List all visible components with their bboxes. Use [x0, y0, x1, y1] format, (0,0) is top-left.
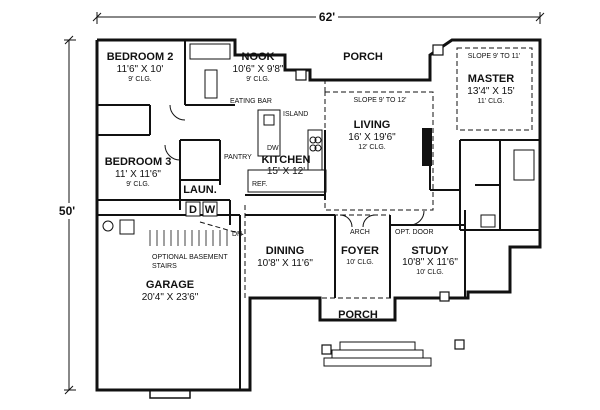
note-island: ISLAND: [283, 111, 308, 118]
bath-fixtures: [102, 43, 535, 235]
room-size-garage: 20'4" X 23'6": [142, 292, 199, 303]
room-name-bedroom-2: BEDROOM 2: [107, 51, 174, 63]
room-name-living: LIVING: [354, 119, 391, 131]
overall-width-label: 62': [319, 10, 335, 24]
room-size-kitchen: 15' X 12': [267, 166, 305, 177]
porch-columns: [295, 44, 465, 355]
overall-depth-label: 50': [59, 204, 75, 218]
garage-bay: [149, 390, 191, 399]
room-name-bedroom-3: BEDROOM 3: [105, 156, 172, 168]
room-ceiling-living: 12' CLG.: [358, 144, 385, 151]
room-name-foyer: FOYER: [341, 245, 379, 257]
room-name-study: STUDY: [411, 245, 449, 257]
note-dryer: D: [189, 204, 197, 216]
room-size-bedroom-2: 11'6" X 10': [117, 64, 164, 75]
note-eating-bar: EATING BAR: [230, 98, 272, 105]
room-size-dining: 10'8" X 11'6": [257, 258, 313, 269]
note-washer: W: [205, 204, 216, 216]
room-ceiling-nook: 9' CLG.: [246, 76, 270, 83]
room-name-dining: DINING: [266, 245, 305, 257]
room-name-kitchen: KITCHEN: [262, 154, 311, 166]
room-name-porch-front: PORCH: [338, 309, 378, 321]
note-dn: DN: [232, 231, 242, 238]
dashed-ceiling-lines: [199, 47, 533, 299]
room-name-porch-rear: PORCH: [343, 51, 383, 63]
note-opt-door: OPT. DOOR: [395, 229, 434, 236]
room-size-study: 10'8" X 11'6": [402, 257, 458, 268]
room-name-laundry: LAUN.: [183, 184, 217, 196]
room-ceiling-bedroom-3: 9' CLG.: [126, 181, 150, 188]
room-slope-living: SLOPE 9' TO 12': [354, 97, 407, 104]
basement-stairs: [149, 230, 228, 246]
room-size-bedroom-3: 11' X 11'6": [115, 169, 161, 180]
note-arch: ARCH: [350, 229, 370, 236]
room-size-master: 13'4" X 15': [467, 86, 514, 97]
room-name-garage: GARAGE: [146, 279, 194, 291]
note-pantry: PANTRY: [224, 154, 252, 161]
room-ceiling-foyer: 10' CLG.: [346, 259, 373, 266]
room-size-living: 16' X 19'6": [348, 132, 396, 143]
note-dw: DW: [267, 145, 279, 152]
room-ceiling-bedroom-2: 9' CLG.: [128, 76, 152, 83]
room-slope-master: SLOPE 9' TO 11': [468, 53, 520, 60]
note-ref: REF.: [252, 181, 267, 188]
room-ceiling-study: 10' CLG.: [416, 269, 443, 276]
kitchen-fixtures: [247, 109, 327, 193]
room-size-nook: 10'6" X 9'8": [233, 64, 284, 75]
entry-steps: [323, 341, 432, 367]
fireplace: [422, 128, 432, 166]
laundry-appliances: [185, 201, 218, 217]
note-optional-basement: OPTIONAL BASEMENT: [152, 254, 228, 261]
room-ceiling-master: 11' CLG.: [478, 98, 505, 105]
room-name-master: MASTER: [468, 73, 515, 85]
door-swings: [164, 104, 425, 228]
note-stairs: STAIRS: [152, 263, 177, 270]
room-name-nook: NOOK: [242, 51, 275, 63]
